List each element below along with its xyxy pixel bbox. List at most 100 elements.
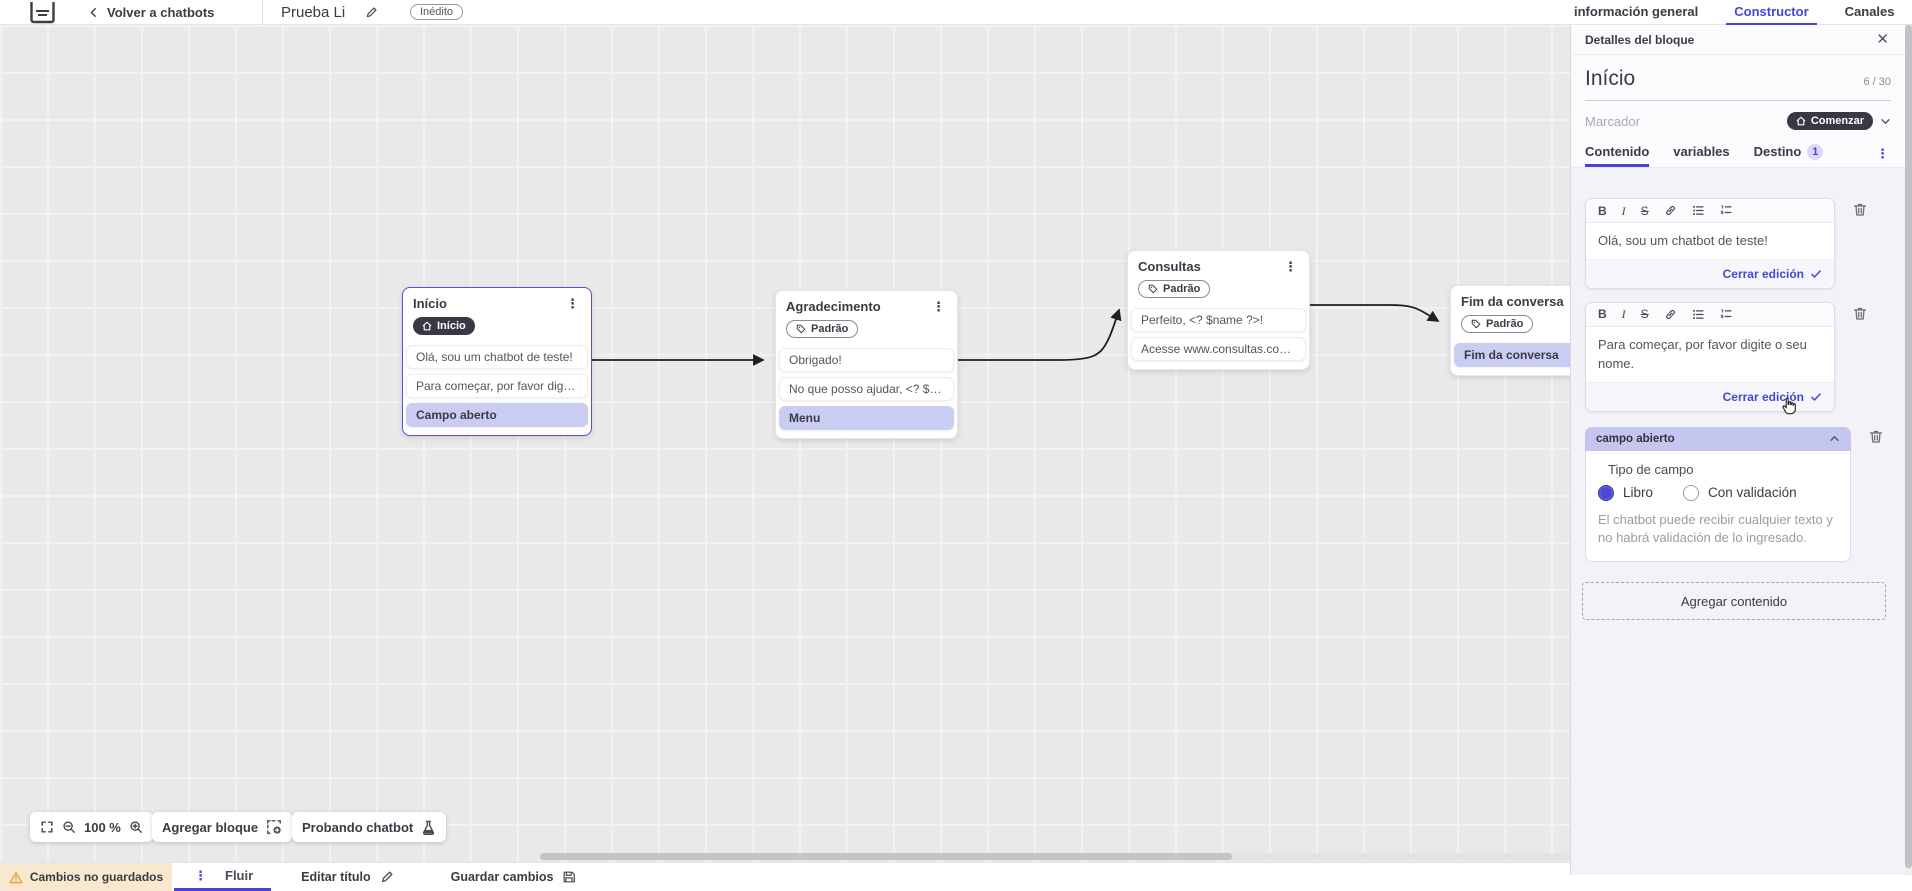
unsaved-changes-badge: Cambios no guardados <box>0 863 172 891</box>
panel-menu-icon[interactable]: ⋮ <box>1876 145 1889 161</box>
back-label: Volver a chatbots <box>107 5 215 20</box>
save-changes-button[interactable]: Guardar cambios <box>451 863 577 891</box>
close-edit-button[interactable]: Cerrar edición <box>1723 390 1822 404</box>
chevron-left-icon <box>90 8 96 17</box>
italic-icon[interactable]: I <box>1621 203 1626 218</box>
tab-informacion-general[interactable]: información general <box>1574 4 1699 19</box>
rich-text-toolbar: B I S <box>1586 199 1834 223</box>
block-row-fim[interactable]: Fim da conversa <box>1454 343 1570 367</box>
flow-block-agradecimento[interactable]: Agradecimento ⋮ Padrão Obrigado! No que … <box>775 290 958 439</box>
italic-icon[interactable]: I <box>1621 307 1626 321</box>
radio-selected-icon <box>1598 484 1614 501</box>
message-text-input[interactable]: Olá, sou um chatbot de teste! <box>1586 223 1834 259</box>
zoom-in-icon[interactable] <box>129 820 143 834</box>
flow-block-consultas[interactable]: Consultas ⋮ Padrão Perfeito, <? $name ?>… <box>1127 250 1310 370</box>
close-edit-button[interactable]: Cerrar edición <box>1723 267 1822 281</box>
zoom-controls: 100 % <box>30 812 153 842</box>
block-row[interactable]: Perfeito, <? $name ?>! <box>1131 308 1306 332</box>
tag-icon <box>1148 284 1158 294</box>
flow-tab[interactable]: ⋮ Fluir <box>174 863 272 891</box>
flask-icon <box>423 820 435 835</box>
tab-destino[interactable]: Destino 1 <box>1754 139 1824 167</box>
block-row-menu[interactable]: Menu <box>779 406 954 430</box>
delete-content-icon[interactable] <box>1868 428 1884 445</box>
strikethrough-icon[interactable]: S <box>1640 203 1649 218</box>
canvas-horizontal-scrollbar[interactable] <box>540 853 1570 860</box>
message-text-input[interactable]: Para começar, por favor digite o seu nom… <box>1586 326 1834 382</box>
start-marker-badge[interactable]: Comenzar <box>1786 112 1873 130</box>
block-row[interactable]: Para começar, por favor digite o ... <box>406 374 588 398</box>
panel-scrollbar[interactable] <box>1905 25 1912 875</box>
numbered-list-icon[interactable] <box>1720 204 1733 217</box>
rich-text-toolbar: B I S <box>1586 302 1834 327</box>
block-row[interactable]: Obrigado! <box>779 348 954 372</box>
tab-constructor[interactable]: Constructor <box>1726 0 1817 25</box>
flow-canvas[interactable]: Início ⋮ Início Olá, sou um chatbot de t… <box>0 25 1570 862</box>
block-type-badge: Padrão <box>1138 280 1211 298</box>
canvas-toolbar: 100 % Agregar bloque Probando chatbot <box>0 812 1570 842</box>
back-to-chatbots-button[interactable]: Volver a chatbots <box>88 0 214 25</box>
tab-contenido[interactable]: Contenido <box>1585 139 1650 167</box>
bullet-list-icon[interactable] <box>1692 204 1705 217</box>
chevron-down-icon[interactable] <box>1880 116 1891 127</box>
link-icon[interactable] <box>1664 204 1677 217</box>
flow-edges <box>592 304 1440 366</box>
save-icon <box>564 871 576 883</box>
warning-icon <box>9 871 23 883</box>
add-block-button[interactable]: Agregar bloque <box>152 812 293 842</box>
scrollbar-thumb[interactable] <box>1905 25 1912 868</box>
delete-content-icon[interactable] <box>1852 201 1868 218</box>
numbered-list-icon[interactable] <box>1720 308 1733 321</box>
status-badge: Inédito <box>410 4 464 20</box>
block-row-campo-aberto[interactable]: Campo aberto <box>406 403 588 427</box>
radio-con-validacion[interactable]: Con validación <box>1683 484 1797 501</box>
link-icon[interactable] <box>1664 308 1677 321</box>
home-icon <box>1796 116 1806 126</box>
scrollbar-thumb[interactable] <box>540 853 1232 860</box>
block-row[interactable]: Acesse www.consultas.com par... <box>1131 337 1306 361</box>
radio-libro[interactable]: Libro <box>1598 484 1653 501</box>
flow-block-fim-da-conversa[interactable]: Fim da conversa Padrão Fim da conversa <box>1450 285 1570 376</box>
block-title: Consultas <box>1138 259 1201 274</box>
block-menu-icon[interactable]: ⋮ <box>932 299 945 314</box>
tab-canales[interactable]: Canales <box>1844 4 1895 19</box>
destino-count-badge: 1 <box>1807 143 1824 160</box>
strikethrough-icon[interactable]: S <box>1640 307 1649 321</box>
block-row[interactable]: No que posso ajudar, <? $name ... <box>779 377 954 401</box>
block-row[interactable]: Olá, sou um chatbot de teste! <box>406 345 588 369</box>
bot-title: Prueba Li <box>281 4 346 21</box>
marker-input[interactable]: Marcador <box>1585 113 1640 129</box>
block-title: Início <box>413 296 447 311</box>
block-title: Agradecimento <box>786 299 881 314</box>
block-type-badge: Início <box>413 317 475 335</box>
tag-icon <box>796 324 806 334</box>
header-divider <box>262 0 263 25</box>
block-menu-icon[interactable]: ⋮ <box>566 296 579 311</box>
zoom-out-icon[interactable] <box>62 820 76 834</box>
content-editor-1[interactable]: B I S Olá, sou um chatbot de teste! Cerr… <box>1585 198 1835 289</box>
pencil-icon <box>381 871 393 883</box>
delete-content-icon[interactable] <box>1852 305 1868 322</box>
field-description: El chatbot puede recibir cualquier texto… <box>1598 511 1833 546</box>
add-content-button[interactable]: Agregar contenido <box>1582 582 1886 621</box>
tab-variables[interactable]: variables <box>1673 144 1730 159</box>
collapse-icon[interactable] <box>1829 433 1840 444</box>
close-icon[interactable]: ✕ <box>1876 31 1889 48</box>
flow-menu-icon[interactable]: ⋮ <box>194 868 207 883</box>
radio-unselected-icon <box>1683 484 1700 501</box>
block-menu-icon[interactable]: ⋮ <box>1284 259 1297 274</box>
block-name-input[interactable]: Início 6 / 30 <box>1585 67 1891 101</box>
content-editor-2[interactable]: B I S Para começar, por favor digite o s… <box>1585 301 1835 412</box>
panel-tabs: Contenido variables Destino 1 ⋮ <box>1571 139 1905 168</box>
edit-bot-title-button[interactable] <box>362 0 380 25</box>
pencil-icon <box>366 7 377 18</box>
bullet-list-icon[interactable] <box>1692 308 1705 321</box>
open-field-section: campo abierto Tipo de campo Libro <box>1585 426 1851 563</box>
bold-icon[interactable]: B <box>1598 307 1607 321</box>
edit-title-button[interactable]: Editar título <box>301 863 393 891</box>
bold-icon[interactable]: B <box>1598 203 1607 218</box>
flow-block-inicio[interactable]: Início ⋮ Início Olá, sou um chatbot de t… <box>402 287 592 436</box>
test-chatbot-button[interactable]: Probando chatbot <box>292 812 447 842</box>
fit-view-icon[interactable] <box>40 820 54 834</box>
open-field-header[interactable]: campo abierto <box>1585 426 1851 451</box>
